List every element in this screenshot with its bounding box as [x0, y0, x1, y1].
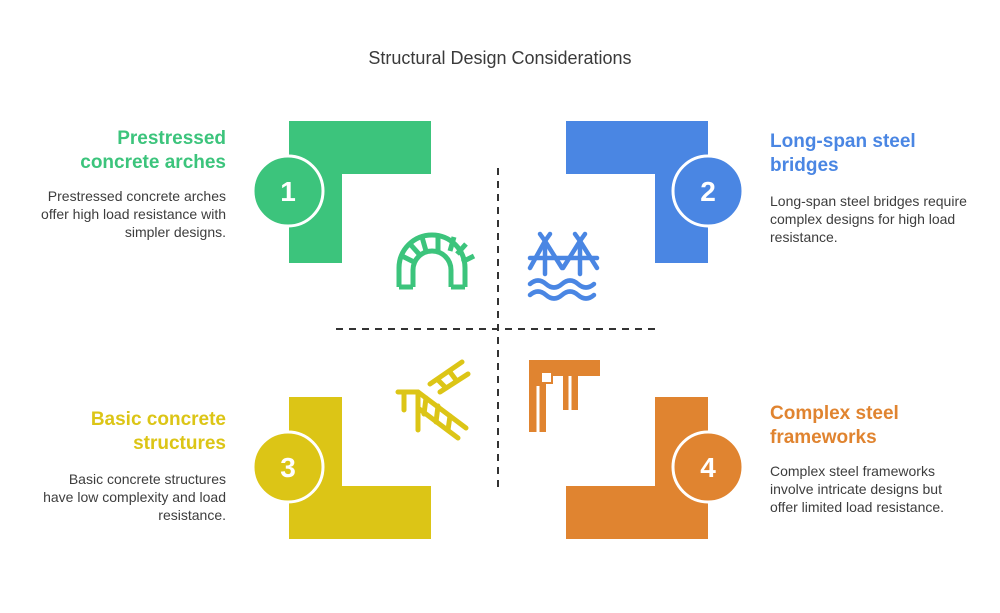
quadrant-4-shape	[566, 397, 708, 539]
badge-2: 2	[671, 154, 745, 228]
quadrant-2-shape	[566, 121, 708, 263]
quadrant-1-description: Prestressed concrete arches offer high l…	[41, 188, 226, 240]
quadrant-4-description: Complex steel frameworks involve intrica…	[770, 463, 945, 515]
suspension-bridge-icon	[527, 231, 600, 301]
quadrant-2-heading: Long-span steel bridges	[770, 131, 916, 176]
quadrant-1-heading: Prestressed concrete arches	[80, 128, 226, 173]
diagram-title: Structural Design Considerations	[368, 48, 632, 68]
quadrant-3-shape	[289, 397, 431, 539]
quadrant-4-heading: Complex steel frameworks	[770, 403, 899, 448]
arch-bridge-icon	[396, 232, 476, 290]
steel-frame-icon	[529, 360, 600, 432]
quadrant-3-heading: Basic concrete structures	[90, 409, 226, 454]
badge-1-number: 1	[280, 176, 296, 207]
badge-4-number: 4	[700, 452, 716, 483]
truss-structure-icon	[395, 359, 471, 441]
badge-3-number: 3	[280, 452, 296, 483]
quadrant-1-shape	[289, 121, 431, 263]
badge-2-number: 2	[700, 176, 716, 207]
quadrant-3-description: Basic concrete structures have low compl…	[43, 471, 226, 523]
badge-4: 4	[671, 430, 745, 504]
badge-1: 1	[251, 154, 325, 228]
quadrant-2-description: Long-span steel bridges require complex …	[770, 193, 967, 245]
badge-3: 3	[251, 430, 325, 504]
